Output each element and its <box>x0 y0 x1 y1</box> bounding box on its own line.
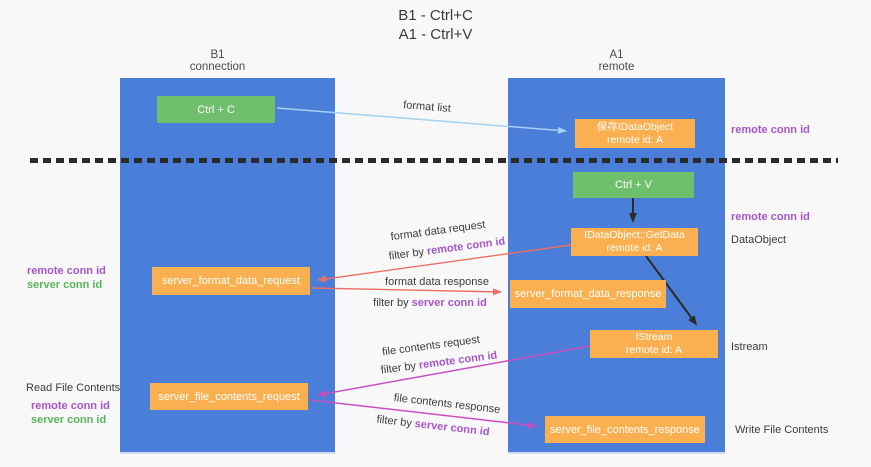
file-contents-response-label: file contents response <box>393 392 501 416</box>
ctrl-c-box: Ctrl + C <box>157 96 275 123</box>
filter-prefix: filter by <box>375 413 413 430</box>
getdata-box: IDataObject::GetData remote id: A <box>571 228 698 256</box>
filter-prefix: filter by <box>380 360 417 377</box>
format-list-text: format list <box>402 99 452 115</box>
server-format-data-request-box: server_format_data_request <box>152 267 310 295</box>
server-file-contents-response-label: server_file_contents_response <box>550 423 700 436</box>
format-list-label: format list <box>403 99 451 115</box>
left-server-conn-id-annotation-2: server conn id <box>31 414 107 426</box>
getdata-line1: IDataObject::GetData <box>584 229 685 241</box>
save-dataobject-box: 保存IDataObject remote id: A <box>575 119 695 148</box>
filter-key: remote conn id <box>418 349 498 372</box>
dataobject-annotation: DataObject <box>731 234 787 246</box>
server-file-contents-request-box: server_file_contents_request <box>150 383 308 410</box>
lifeline-b1-name: B1 <box>210 49 225 61</box>
save-dataobject-line1: 保存IDataObject <box>596 120 674 133</box>
ctrl-v-box: Ctrl + V <box>573 172 694 198</box>
lifeline-b1-role: connection <box>189 61 246 73</box>
lifeline-header-a1: A1 remote <box>529 49 704 73</box>
istream-line2: remote id: A <box>625 344 683 356</box>
read-file-contents-annotation: Read File Contents <box>26 382 121 394</box>
left-remote-conn-id-annotation-2: remote conn id <box>31 400 110 412</box>
filter-key: server conn id <box>414 417 491 439</box>
format-data-response-label: format data response <box>385 276 489 288</box>
filter-key: server conn id <box>411 297 487 309</box>
lifeline-header-b1: B1 connection <box>130 49 305 73</box>
server-file-contents-request-label: server_file_contents_request <box>158 390 300 403</box>
remote-conn-id-annotation-mid: remote conn id <box>731 211 810 223</box>
lifeline-a1-name: A1 <box>609 49 624 61</box>
format-data-response-text: format data response <box>385 276 489 288</box>
dashed-separator-line <box>30 158 838 163</box>
ctrl-v-label: Ctrl + V <box>615 179 652 191</box>
remote-conn-id-annotation-top: remote conn id <box>731 124 810 136</box>
write-file-contents-annotation: Write File Contents <box>735 424 829 436</box>
lifeline-a1-role: remote <box>598 61 635 73</box>
title-line-2: A1 - Ctrl+V <box>398 26 473 43</box>
left-remote-conn-id-annotation-1: remote conn id <box>27 265 106 277</box>
istream-box: IStream remote id: A <box>590 330 718 358</box>
filter-prefix: filter by <box>373 297 409 309</box>
server-format-data-response-box: server_format_data_response <box>510 280 666 308</box>
getdata-line2: remote id: A <box>606 242 663 254</box>
arrow-format-data-response <box>311 287 502 296</box>
diagram-title: B1 - Ctrl+C A1 - Ctrl+V <box>0 6 871 44</box>
server-file-contents-response-box: server_file_contents_response <box>545 416 705 443</box>
file-contents-response-text: file contents response <box>393 391 501 417</box>
left-server-conn-id-annotation-1: server conn id <box>27 279 103 291</box>
server-format-data-response-label: server_format_data_response <box>514 288 662 300</box>
filter-prefix: filter by <box>388 246 425 263</box>
filter-key: remote conn id <box>426 235 506 258</box>
save-dataobject-line2: remote id: A <box>606 133 664 146</box>
server-format-data-request-label: server_format_data_request <box>161 275 301 287</box>
istream-line1: IStream <box>635 331 673 343</box>
title-line-1: B1 - Ctrl+C <box>398 7 473 24</box>
ctrl-c-label: Ctrl + C <box>197 103 235 116</box>
istream-annotation: Istream <box>731 341 768 353</box>
